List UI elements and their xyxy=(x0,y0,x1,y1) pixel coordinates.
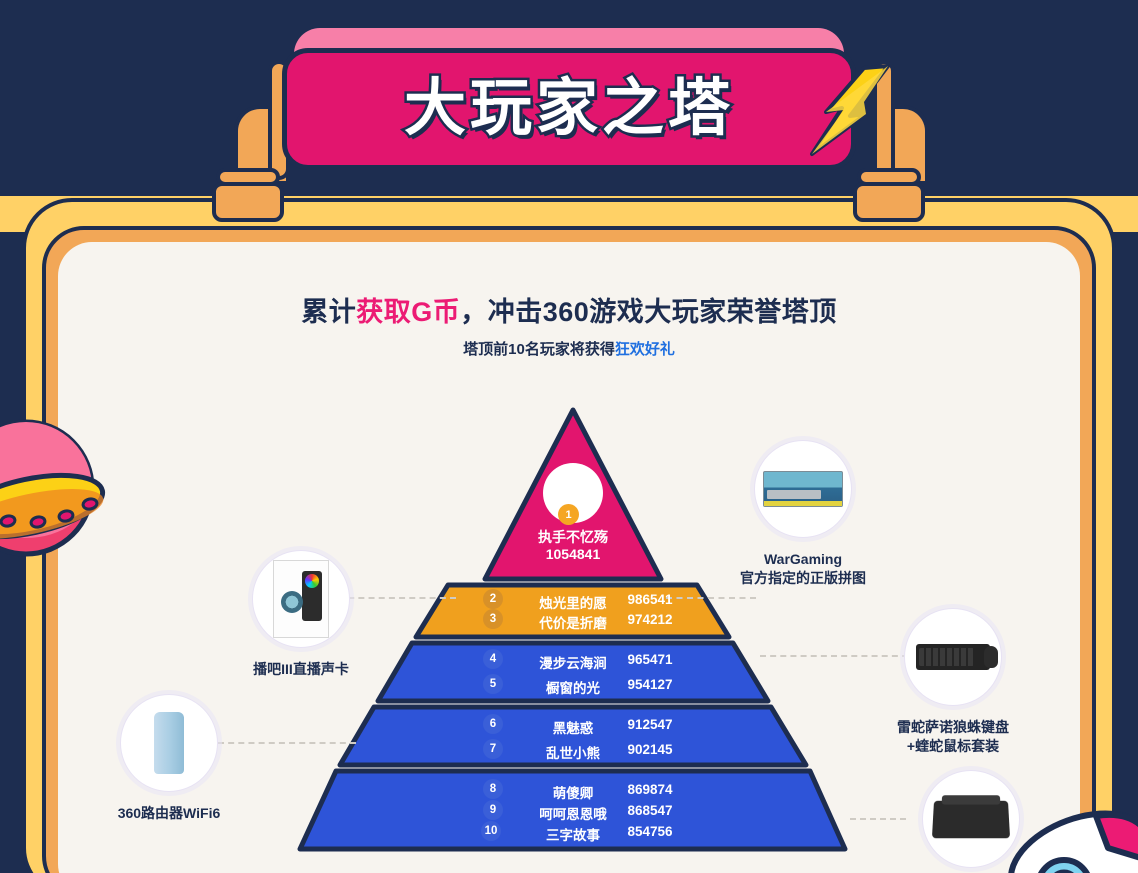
player-name-1: 执手不忆殇 xyxy=(538,529,608,545)
connector-soundcard xyxy=(338,597,456,599)
ufo-planet-icon xyxy=(0,419,106,557)
player-score-3: 974212 xyxy=(627,612,673,627)
player-name-3: 代价是折磨 xyxy=(539,616,607,631)
player-name-9: 呵呵恩恩哦 xyxy=(539,807,607,822)
prize-item-speaker[interactable] xyxy=(906,770,1036,873)
rank-badge-7: 7 xyxy=(483,739,503,759)
router-icon xyxy=(120,694,218,792)
headline-suffix: ，冲击360游戏大玩家荣誉塔顶 xyxy=(460,297,837,327)
rank-badge-4: 4 xyxy=(483,649,503,669)
player-score-6: 912547 xyxy=(627,717,673,732)
pyramid-tier-4 xyxy=(337,704,809,768)
support-base-left xyxy=(212,182,284,222)
player-name-5: 橱窗的光 xyxy=(546,681,600,696)
headline: 累计获取G币，冲击360游戏大玩家荣誉塔顶 xyxy=(58,290,1080,329)
player-name-6: 黑魅惑 xyxy=(552,721,594,736)
keyboard-mouse-icon xyxy=(904,608,1002,706)
player-score-4: 965471 xyxy=(627,652,673,667)
warship-puzzle-icon xyxy=(754,440,852,538)
subheadline: 塔顶前10名玩家将获得狂欢好礼 xyxy=(58,338,1080,359)
rank-badge-1: 1 xyxy=(558,504,579,525)
headline-prefix: 累计 xyxy=(301,297,357,327)
pyramid-tier-5 xyxy=(297,768,848,852)
speaker-icon xyxy=(922,770,1020,868)
player-score-2: 986541 xyxy=(627,592,673,607)
prize-item-keyboard[interactable]: 雷蛇萨诺狼蛛键盘 +蝰蛇鼠标套装 xyxy=(888,608,1018,756)
player-score-9: 868547 xyxy=(627,803,673,818)
top-banner: 大玩家之塔 xyxy=(0,0,1138,232)
prize-item-soundcard[interactable]: 播吧III直播声卡 xyxy=(236,550,366,679)
rocket-icon xyxy=(1007,810,1138,873)
page-title: 大玩家之塔 xyxy=(401,74,734,143)
player-score-7: 902145 xyxy=(627,742,673,757)
rank-badge-9: 9 xyxy=(483,800,503,820)
connector-keyboard xyxy=(760,655,908,657)
connector-puzzle xyxy=(666,597,756,599)
player-name-7: 乱世小熊 xyxy=(546,746,600,761)
rank-badge-5: 5 xyxy=(483,674,503,694)
player-score-8: 869874 xyxy=(627,782,673,797)
player-name-8: 萌傻卿 xyxy=(552,786,594,801)
rank-badge-10: 10 xyxy=(481,821,501,841)
support-base-right xyxy=(853,182,925,222)
headline-highlight: 获取G币 xyxy=(356,297,461,327)
pyramid-tier-3 xyxy=(375,640,771,704)
prize-item-puzzle[interactable]: WarGaming 官方指定的正版拼图 xyxy=(738,440,868,588)
prize-label-soundcard: 播吧III直播声卡 xyxy=(253,661,349,677)
connector-router xyxy=(218,742,356,744)
prize-label-puzzle: WarGaming 官方指定的正版拼图 xyxy=(740,551,866,586)
player-score-10: 854756 xyxy=(627,824,673,839)
prize-label-keyboard: 雷蛇萨诺狼蛛键盘 +蝰蛇鼠标套装 xyxy=(897,719,1009,754)
lightning-bolt-icon xyxy=(810,64,890,156)
rank-badge-6: 6 xyxy=(483,714,503,734)
subheadline-highlight: 狂欢好礼 xyxy=(614,341,675,358)
rank-badge-8: 8 xyxy=(483,779,503,799)
rank-badge-3: 3 xyxy=(483,609,503,629)
player-score-1: 1054841 xyxy=(545,546,601,562)
title-plaque: 大玩家之塔 xyxy=(282,48,856,170)
player-name-2: 烛光里的愿 xyxy=(539,596,607,611)
player-name-10: 三字故事 xyxy=(546,828,600,843)
rank-badge-2: 2 xyxy=(483,589,503,609)
subheadline-prefix: 塔顶前10名玩家将获得 xyxy=(463,341,615,358)
prize-item-router[interactable]: 360路由器WiFi6 xyxy=(104,694,234,823)
player-score-5: 954127 xyxy=(627,677,673,692)
player-name-4: 漫步云海涧 xyxy=(539,656,607,671)
connector-speaker xyxy=(850,818,906,820)
prize-label-router: 360路由器WiFi6 xyxy=(117,805,221,821)
sound-card-icon xyxy=(252,550,350,648)
